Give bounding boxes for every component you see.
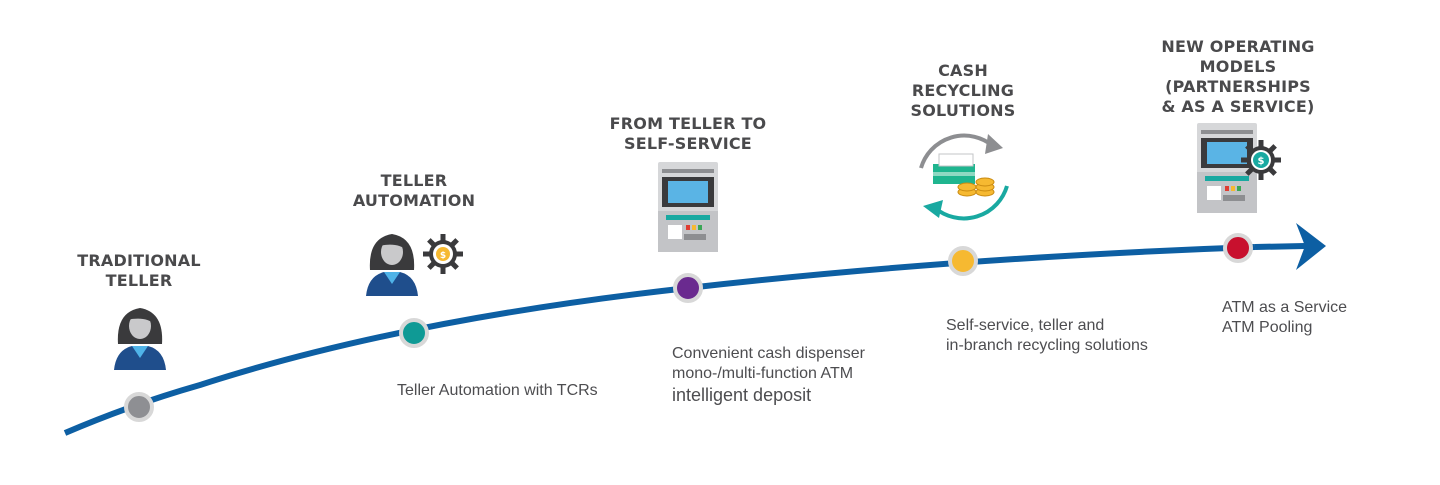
description-line: Self-service, teller and <box>946 317 1105 334</box>
description-line: Convenient cash dispenser <box>672 345 866 362</box>
stage-title-cash-recycling: CASH RECYCLING SOLUTIONS <box>910 61 1016 120</box>
stage-marker-2 <box>399 318 429 348</box>
stage-description-self-service: Convenient cash dispenser mono-/multi-fu… <box>672 344 865 406</box>
stage-marker-3 <box>673 273 703 303</box>
timeline-arrowhead <box>1296 223 1326 270</box>
description-line: intelligent deposit <box>672 385 812 405</box>
stage-title-self-service: FROM TELLER TO SELF-SERVICE <box>609 114 767 153</box>
stage-title-teller-automation: TELLER AUTOMATION <box>352 171 476 210</box>
stage-description-cash-recycling: Self-service, teller and in-branch recyc… <box>946 316 1148 356</box>
description-line: mono-/multi-function ATM <box>672 365 854 382</box>
teller-person-icon <box>114 308 166 370</box>
timeline-curve <box>63 244 1256 436</box>
timeline-arrow-shaft <box>1254 243 1306 250</box>
atm-service-icon: $ <box>1197 123 1281 213</box>
stage-marker-5 <box>1223 233 1253 263</box>
stage-title-traditional-teller: TRADITIONAL TELLER <box>77 251 201 290</box>
description-line: ATM as a Service <box>1222 299 1348 316</box>
svg-text:$: $ <box>440 251 446 261</box>
teller-gear-icon: $ <box>366 234 463 296</box>
stage-marker-4 <box>948 246 978 276</box>
description-line: Teller Automation with TCRs <box>397 382 598 399</box>
stage-marker-1 <box>124 392 154 422</box>
description-line: ATM Pooling <box>1222 319 1313 336</box>
stage-description-new-operating-models: ATM as a Service ATM Pooling <box>1222 298 1347 338</box>
stage-description-teller-automation: Teller Automation with TCRs <box>397 381 598 401</box>
cash-recycling-icon <box>919 133 1009 221</box>
atm-machine-icon <box>658 162 718 252</box>
svg-text:$: $ <box>1258 156 1265 167</box>
description-line: in-branch recycling solutions <box>946 337 1148 354</box>
stage-title-new-operating-models: NEW OPERATING MODELS (PARTNERSHIPS & AS … <box>1161 37 1315 116</box>
